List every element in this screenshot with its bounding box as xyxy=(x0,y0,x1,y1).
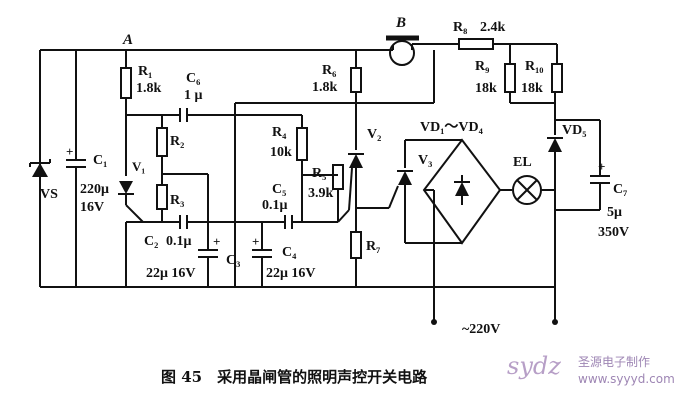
watermark-logo: sydz xyxy=(507,352,561,380)
label-r5: R₅ xyxy=(312,166,326,181)
branch-r1-v1 xyxy=(118,50,144,287)
figure-caption: 图 45 采用晶闸管的照明声控开关电路 xyxy=(161,368,428,386)
watermark: sydz 圣源电子制作 www.syyyd.com xyxy=(507,352,675,386)
label-c7-value-2: 350V xyxy=(598,225,629,240)
watermark-name: 圣源电子制作 xyxy=(578,355,650,369)
label-v1: V₁ xyxy=(132,159,145,174)
label-c3-value: 22μ 16V xyxy=(146,266,196,281)
label-c7: C₇ xyxy=(613,182,627,197)
label-ac-220v: ~220V xyxy=(462,322,500,337)
capacitor-c2 xyxy=(179,215,235,229)
zener-vs xyxy=(29,50,51,287)
branch-r2-r3 xyxy=(126,114,208,223)
label-c1-value-1: 220μ xyxy=(80,182,109,197)
label-r8: R₈ xyxy=(453,20,467,35)
label-r10-value: 18k xyxy=(521,81,543,96)
branch-v2 xyxy=(337,50,389,287)
bridge-rectifier xyxy=(422,138,512,325)
label-v3: V₃ xyxy=(418,153,432,168)
label-r6: R₆ xyxy=(322,63,336,78)
label-r2: R₂ xyxy=(170,134,184,149)
capacitor-c5 xyxy=(284,215,302,229)
label-c6-value: 1 μ xyxy=(184,88,203,103)
label-r4: R₄ xyxy=(272,125,287,140)
label-r8-value: 2.4k xyxy=(480,20,506,35)
label-c1-value-2: 16V xyxy=(80,200,104,215)
capacitor-c6 xyxy=(179,108,235,122)
label-c5-value: 0.1μ xyxy=(262,198,288,213)
label-r1-value: 1.8k xyxy=(136,81,162,96)
capacitor-c7 xyxy=(590,120,610,210)
resistor-r8 xyxy=(458,38,494,50)
branch-r9-r10 xyxy=(504,44,600,325)
watermark-url: www.syyyd.com xyxy=(578,372,675,386)
mid-column xyxy=(234,50,435,287)
label-c4-value: 22μ 16V xyxy=(266,266,316,281)
label-bell: B xyxy=(395,15,406,31)
capacitor-c3 xyxy=(198,174,218,287)
label-vs: VS xyxy=(40,187,58,202)
capacitor-c4 xyxy=(252,222,272,287)
label-c2: C₂ xyxy=(144,234,158,249)
label-c7-value-1: 5μ xyxy=(607,205,622,220)
label-c1: C₁ xyxy=(93,153,107,168)
label-vd1-vd4: VD₁～VD₄ xyxy=(420,120,484,135)
label-r3: R₃ xyxy=(170,193,184,208)
branch-r4-r5 xyxy=(235,114,344,223)
label-r10: R₁₀ xyxy=(525,59,544,74)
label-c5: C₅ xyxy=(272,182,286,197)
label-node-a: A xyxy=(122,32,133,48)
bell-b xyxy=(386,35,419,66)
label-vd5: VD₅ xyxy=(562,123,586,138)
label-c4: C₄ xyxy=(282,245,297,260)
branch-v3 xyxy=(388,139,462,244)
lamp-el xyxy=(512,175,555,205)
label-r5-value: 3.9k xyxy=(308,186,334,201)
label-c6: C₆ xyxy=(186,71,200,86)
label-c3-plus: + xyxy=(213,234,220,249)
label-r1: R₁ xyxy=(138,64,152,79)
label-r4-value: 10k xyxy=(270,145,292,160)
label-r9: R₉ xyxy=(475,59,489,74)
label-c3: C₃ xyxy=(226,253,240,268)
label-r9-value: 18k xyxy=(475,81,497,96)
label-el: EL xyxy=(513,155,532,170)
label-c7-plus: + xyxy=(598,159,605,174)
label-r7: R₇ xyxy=(366,239,380,254)
component-labels: A B R₈ 2.4k R₁ 1.8k C₆ 1 μ R₆ 1.8k R₉ 18… xyxy=(40,15,629,337)
label-v2: V₂ xyxy=(367,127,381,142)
label-c4-plus: + xyxy=(252,234,259,249)
label-c2-value: 0.1μ xyxy=(166,234,192,249)
label-c1-plus: + xyxy=(66,144,73,159)
capacitor-c1 xyxy=(66,50,86,287)
label-r6-value: 1.8k xyxy=(312,80,338,95)
